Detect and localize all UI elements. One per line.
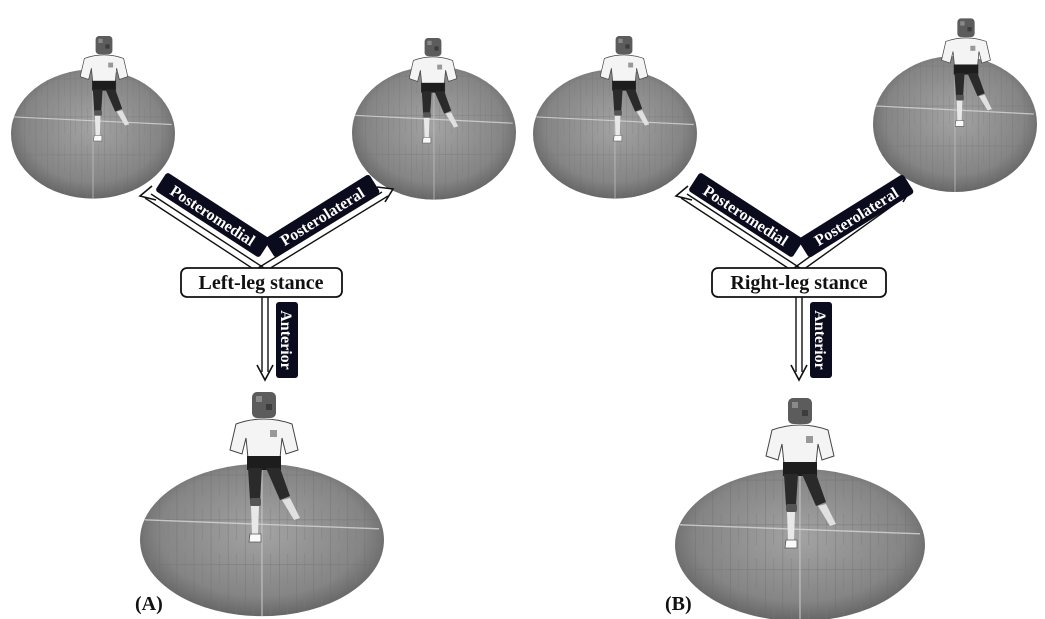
panel-a: Posteromedial Posterolateral Anterior Le…: [10, 35, 517, 617]
posteromedial-label-b: Posteromedial: [689, 173, 803, 257]
posterolateral-label-a: Posterolateral: [264, 174, 380, 258]
svg-text:Anterior: Anterior: [811, 310, 828, 370]
stance-label-a: Left-leg stance: [180, 267, 343, 298]
arrow-posterolateral-a: [257, 186, 395, 273]
arrow-posteromedial-a: [138, 185, 265, 273]
svg-text:Left-leg stance: Left-leg stance: [199, 272, 324, 294]
arrow-anterior-a: [256, 297, 274, 382]
svg-text:Posteromedial: Posteromedial: [167, 183, 258, 251]
floor-anterior-b: [674, 468, 926, 619]
svg-text:Posterolateral: Posterolateral: [812, 184, 903, 249]
svg-text:Right-leg stance: Right-leg stance: [730, 272, 867, 294]
stance-label-b: Right-leg stance: [711, 267, 887, 298]
anterior-label-b: Anterior: [810, 302, 832, 378]
arrow-posteromedial-b: [674, 185, 801, 273]
panel-label-b: (B): [665, 593, 692, 615]
floor-anterior-a: [139, 463, 385, 617]
svg-text:Anterior: Anterior: [277, 310, 294, 370]
posteromedial-label-a: Posteromedial: [156, 173, 270, 257]
panel-b: Posteromedial Posterolateral Anterior Ri…: [532, 18, 1038, 619]
arrow-anterior-b: [790, 297, 808, 382]
anterior-label-a: Anterior: [276, 302, 298, 378]
posterolateral-label-b: Posterolateral: [798, 174, 914, 258]
panel-label-a: (A): [135, 593, 163, 615]
